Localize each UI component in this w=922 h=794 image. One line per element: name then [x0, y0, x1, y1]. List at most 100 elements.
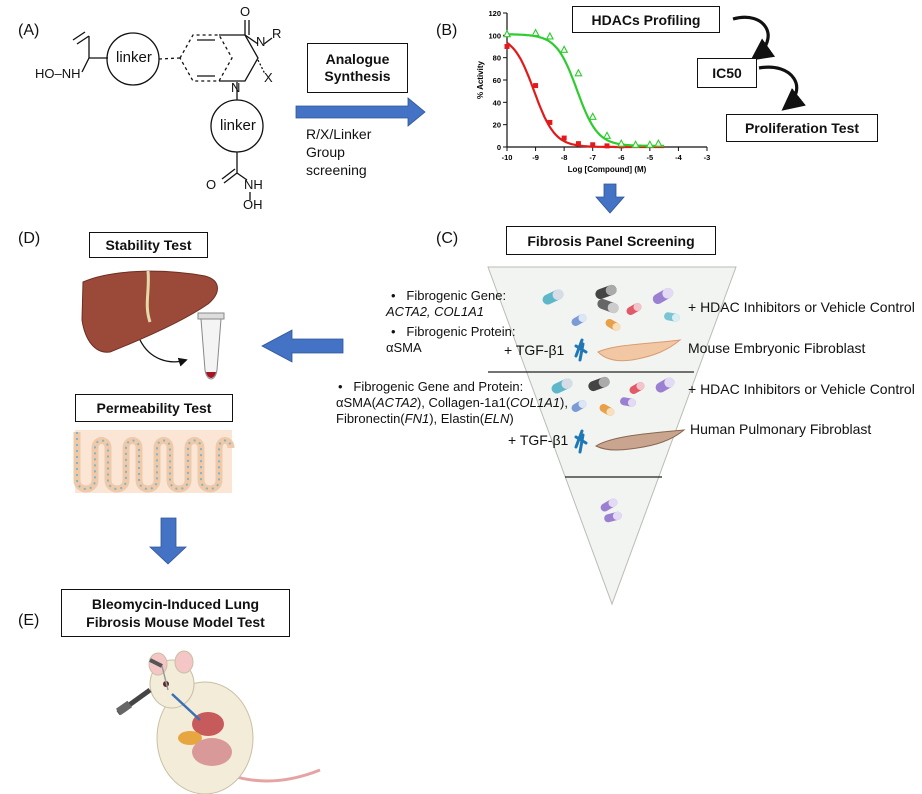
cell-label-2: Human Pulmonary Fibroblast — [690, 421, 872, 437]
data-point-triangle — [574, 68, 583, 77]
arrow-down-to-lung — [148, 517, 188, 565]
screening-line-2: Group — [306, 144, 345, 160]
atom-n1: N — [231, 80, 241, 95]
protein-label-text: Fibrogenic Protein: — [406, 324, 516, 339]
chemical-structure — [72, 20, 273, 200]
marker-line-3-e: ) — [509, 411, 514, 426]
x-tick-label: -10 — [502, 153, 513, 162]
proliferation-test-box: Proliferation Test — [726, 114, 878, 142]
marker-line-2-b: ACTA2 — [376, 395, 417, 410]
atom-n3: N — [256, 34, 266, 49]
protein-value: αSMA — [386, 340, 422, 355]
marker-line-3-a: Fibronectin( — [336, 411, 405, 426]
tgf-label-1: + TGF-β1 — [504, 342, 565, 358]
fit-curve — [506, 41, 665, 149]
panel-label-e: (E) — [18, 612, 40, 629]
y-axis-label: % Activity — [476, 60, 485, 98]
hdacs-profiling-box: HDACs Profiling — [572, 6, 720, 33]
data-point-square — [504, 44, 510, 49]
arrow-left-to-stability — [261, 329, 344, 363]
panel-label-c: (C) — [436, 230, 459, 247]
panel-label-d: (D) — [18, 230, 41, 247]
linker-label-2: linker — [220, 117, 256, 134]
screening-funnel — [487, 266, 737, 606]
tgf-label-2: + TGF-β1 — [508, 432, 569, 448]
ic50-box: IC50 — [697, 58, 757, 88]
drug-capsules — [542, 284, 680, 523]
atom-oh: OH — [243, 197, 263, 212]
y-tick-label: 0 — [497, 143, 501, 152]
y-tick-label: 60 — [493, 76, 501, 85]
intestinal-villi — [73, 430, 235, 493]
protein-label: • Fibrogenic Protein: — [391, 324, 516, 339]
data-point-square — [590, 142, 596, 148]
data-point-triangle — [588, 112, 597, 120]
cell-label-1: Mouse Embryonic Fibroblast — [688, 340, 866, 356]
data-point-triangle — [631, 140, 640, 148]
tgf-beta-icon-1 — [574, 338, 588, 362]
screening-line-1: R/X/Linker — [306, 126, 372, 142]
fibrosis-panel-box: Fibrosis Panel Screening — [506, 226, 716, 255]
data-point-triangle — [502, 29, 512, 38]
test-tube-icon — [197, 312, 225, 380]
x-tick-label: -3 — [704, 153, 711, 162]
atom-o-top: O — [240, 4, 251, 19]
analogue-synthesis-box: Analogue Synthesis — [307, 43, 408, 93]
hdac-label-1: + HDAC Inhibitors or Vehicle Control — [688, 299, 915, 315]
marker-line-3-d: ELN — [484, 411, 510, 426]
marker-line-3: Fibronectin(FN1), Elastin(ELN) — [336, 411, 514, 427]
x-tick-label: -5 — [647, 153, 654, 162]
x-tick-label: -8 — [561, 153, 568, 162]
arrow-down-to-panel — [595, 183, 625, 214]
panel-label-b: (B) — [436, 22, 458, 39]
y-tick-label: 80 — [493, 54, 501, 63]
data-point-triangle — [545, 31, 554, 40]
atom-o-bottom: O — [206, 177, 217, 192]
data-point-square — [547, 119, 553, 125]
data-point-triangle — [654, 138, 663, 147]
gene-label: • Fibrogenic Gene: — [391, 288, 507, 303]
x-tick-label: -7 — [589, 153, 596, 162]
y-tick-label: 120 — [488, 9, 501, 18]
screening-text: R/X/Linker Group screening — [306, 125, 371, 179]
flow-arrows — [148, 97, 625, 565]
data-point-triangle — [645, 140, 654, 148]
gene-protein-label: • Fibrogenic Gene and Protein: — [338, 379, 524, 394]
data-point-triangle — [617, 138, 626, 147]
atom-nh: NH — [244, 177, 263, 192]
hdac-label-2: + HDAC Inhibitors or Vehicle Control — [688, 381, 915, 397]
y-tick-label: 20 — [493, 121, 501, 130]
data-point-triangle — [560, 45, 569, 53]
gene-protein-label-text: Fibrogenic Gene and Protein: — [353, 379, 524, 394]
atom-x: X — [264, 70, 273, 85]
data-point-triangle — [531, 28, 540, 37]
x-tick-label: -9 — [532, 153, 539, 162]
x-tick-label: -4 — [675, 153, 682, 162]
liver-illustration — [81, 270, 218, 367]
marker-line-3-b: FN1 — [404, 411, 430, 426]
mouse-illustration — [115, 650, 321, 794]
arrow-to-chart — [295, 97, 426, 127]
panel-label-a: (A) — [18, 22, 40, 39]
gene-label-text: Fibrogenic Gene: — [406, 288, 507, 303]
y-tick-label: 40 — [493, 98, 501, 107]
fit-curve — [506, 33, 665, 147]
marker-line-2-d: COL1A1 — [510, 395, 561, 410]
x-axis-label: Log [Compound] (M) — [568, 165, 647, 174]
stability-test-box: Stability Test — [89, 232, 208, 258]
x-tick-label: -6 — [618, 153, 625, 162]
gene-values: ACTA2, COL1A1 — [386, 304, 485, 319]
y-tick-label: 100 — [488, 31, 501, 40]
screening-line-3: screening — [306, 162, 367, 178]
lung-model-box: Bleomycin-Induced Lung Fibrosis Mouse Mo… — [61, 589, 290, 637]
marker-line-2-a: αSMA( — [336, 395, 377, 410]
permeability-test-box: Permeability Test — [75, 394, 233, 422]
data-point-square — [604, 143, 610, 149]
data-point-square — [561, 135, 567, 141]
atom-r: R — [272, 26, 282, 41]
linker-label-1: linker — [116, 49, 152, 66]
human-fibroblast-cell — [594, 429, 686, 451]
tgf-beta-icon-2 — [574, 429, 588, 454]
